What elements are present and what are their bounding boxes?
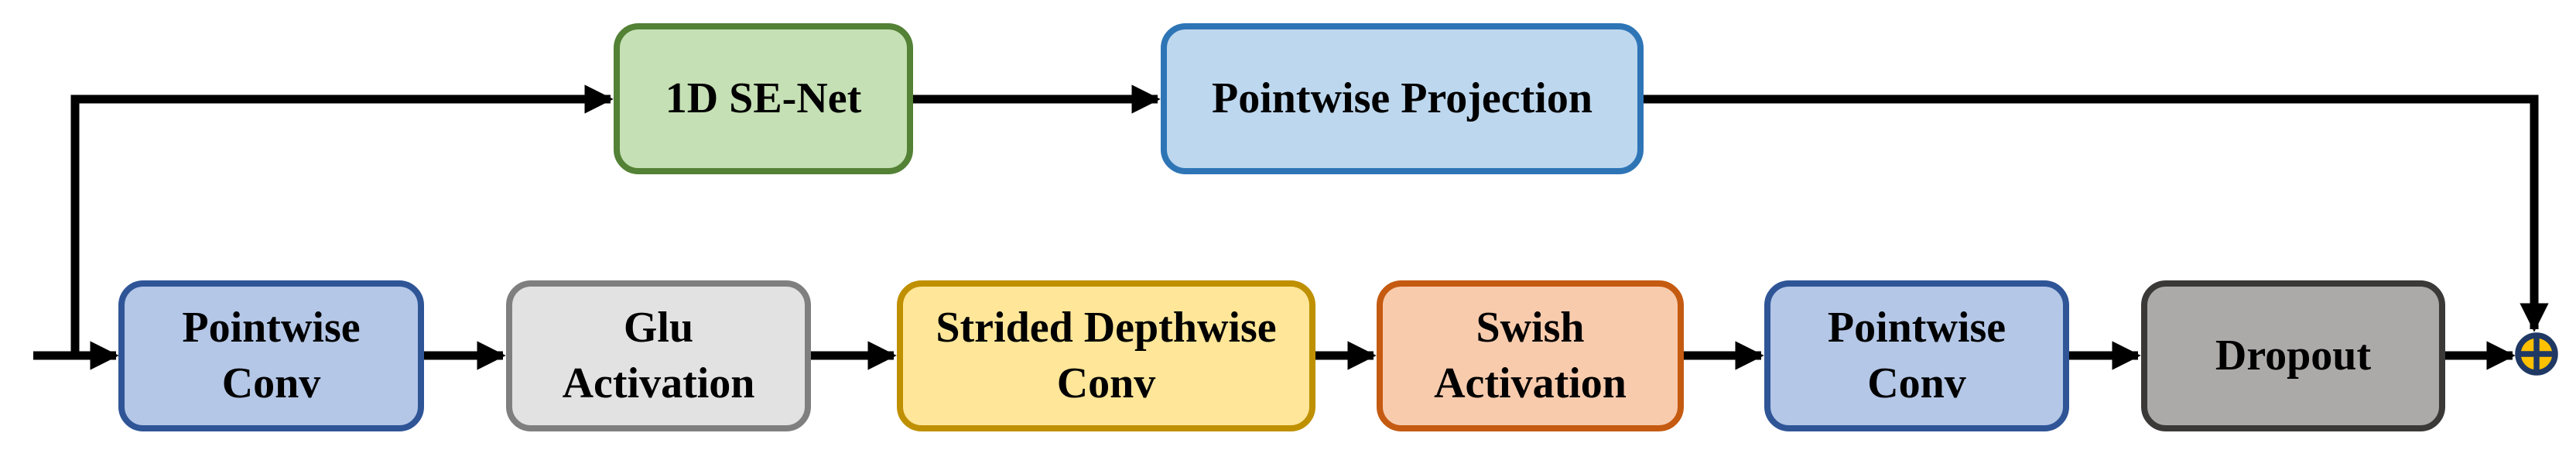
node-pointwise-conv-1-label: Pointwise Conv <box>182 304 361 407</box>
node-pointwise-projection: Pointwise Projection <box>1161 23 1644 174</box>
connector-input-to-se-net <box>70 84 614 356</box>
add-icon <box>2515 332 2558 376</box>
node-dropout: Dropout <box>2141 280 2445 431</box>
node-strided-depthwise-conv: Strided Depthwise Conv <box>897 280 1315 431</box>
connector-pointwise-projection-to-add <box>1644 94 2549 332</box>
node-se-net: 1D SE-Net <box>614 23 913 174</box>
node-glu-activation-label: Glu Activation <box>562 304 755 407</box>
node-se-net-label: 1D SE-Net <box>665 74 862 122</box>
node-strided-depthwise-conv-label: Strided Depthwise Conv <box>936 304 1277 407</box>
node-pointwise-projection-label: Pointwise Projection <box>1212 74 1592 122</box>
node-swish-activation-label: Swish Activation <box>1434 304 1627 407</box>
node-pointwise-conv-2-label: Pointwise Conv <box>1827 304 2006 407</box>
node-swish-activation: Swish Activation <box>1377 280 1684 431</box>
node-dropout-label: Dropout <box>2215 331 2372 380</box>
node-pointwise-conv-2: Pointwise Conv <box>1764 280 2069 431</box>
node-pointwise-conv-1: Pointwise Conv <box>118 280 424 431</box>
node-glu-activation: Glu Activation <box>506 280 811 431</box>
